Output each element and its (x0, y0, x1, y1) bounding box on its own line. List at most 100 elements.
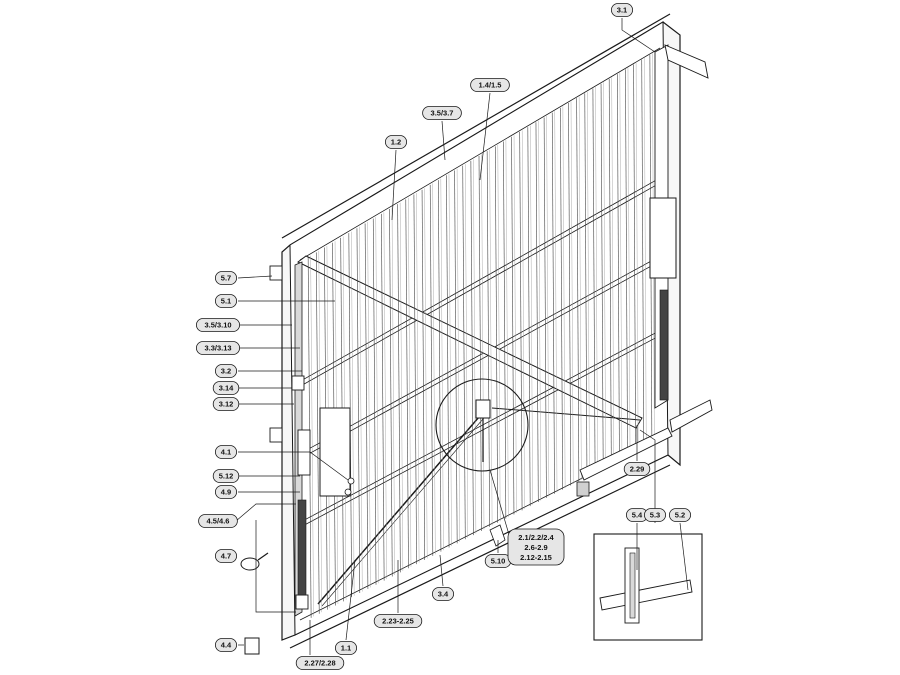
callout-bubble (214, 485, 237, 499)
slat-edge (627, 67, 631, 456)
top-rail-inner (299, 47, 661, 261)
leader-line (391, 149, 397, 221)
slat (454, 170, 458, 544)
slat (600, 83, 604, 469)
side-rail-track (669, 399, 713, 433)
slat-edge (562, 106, 566, 489)
slat (462, 165, 466, 540)
callout-label-multi-line: 2.12-2.15 (520, 553, 552, 562)
callout-bubble (195, 341, 240, 355)
slat-edge (489, 149, 493, 526)
guide-rail (579, 427, 673, 481)
leader-line (439, 554, 444, 587)
callout-label: 4.5/4.6 (207, 517, 230, 526)
slat (494, 146, 499, 523)
slat (560, 107, 563, 490)
gate-hardware (240, 44, 713, 655)
slat (413, 194, 417, 565)
handle-plate (319, 407, 351, 497)
callout-bubble (214, 445, 237, 459)
top-rail-outer (281, 13, 671, 239)
slat-edge (440, 178, 444, 551)
guide-bracket (576, 481, 590, 497)
slat-edge (383, 212, 387, 580)
slat-edge (611, 77, 615, 464)
detail-magnifier (435, 378, 529, 472)
slat-edge (399, 202, 404, 571)
callout-label: 1.4/1.5 (479, 81, 502, 90)
callout-bubble-multi (507, 528, 565, 566)
callout-label: 4.1 (221, 448, 231, 457)
slat (511, 136, 515, 515)
slat (364, 223, 369, 589)
leader-line (621, 18, 656, 53)
callout-label: 5.10 (491, 557, 506, 566)
leader-line (255, 520, 296, 613)
bottom-rail-outer (289, 464, 671, 649)
hinge-bracket (269, 265, 283, 281)
key-icon (240, 557, 260, 571)
slat (568, 102, 572, 486)
slat-edge (391, 207, 395, 576)
slat-edge (595, 87, 598, 472)
callout-bubble (212, 397, 240, 411)
slat-edge (465, 164, 468, 538)
slat-edge (570, 101, 574, 485)
callout-label: 2.29 (630, 465, 645, 474)
callout-label: 3.4 (438, 590, 449, 599)
slat (625, 69, 628, 457)
leader-line (235, 503, 296, 522)
slat-edge (635, 62, 639, 451)
slat (608, 78, 612, 465)
slat-edge (448, 173, 452, 547)
callout-label: 2.27/2.28 (304, 659, 335, 668)
callout-label: 3.12 (219, 400, 234, 409)
lock-screw (347, 477, 355, 485)
slat-edge (497, 144, 501, 522)
callout-label-multi-line: 2.1/2.2/2.4 (518, 533, 554, 542)
slat-edge (375, 217, 379, 584)
slat (389, 208, 393, 577)
callout-bubble (373, 614, 423, 628)
slat (356, 228, 361, 594)
slat-edge (408, 197, 412, 567)
slat (381, 213, 385, 581)
slat-edge (546, 115, 550, 497)
slat-edge (432, 183, 436, 555)
callout-label: 4.4 (221, 641, 232, 650)
lock-screw (344, 488, 352, 496)
callout-label: 5.12 (219, 472, 234, 481)
slat-edge (587, 91, 590, 476)
slat (576, 98, 580, 482)
callout-label: 5.3 (650, 511, 660, 520)
callout-label: 5.2 (675, 511, 685, 520)
slat (421, 189, 426, 560)
slat (617, 74, 620, 461)
hinge-bracket (291, 375, 305, 391)
detail-rail (599, 579, 693, 611)
slat (372, 218, 377, 585)
slat (633, 64, 636, 453)
diagonal-brace (297, 255, 643, 429)
slat-edge (513, 135, 517, 513)
hinge-bracket (269, 427, 283, 443)
slat-edge (310, 255, 314, 617)
callout-bubble (431, 587, 454, 601)
leader-line (679, 522, 689, 591)
slat-edge (521, 130, 525, 509)
callout-label: 3.1 (617, 6, 627, 15)
callout-bubble (214, 638, 237, 652)
right-spring (659, 289, 669, 401)
slat (551, 112, 555, 494)
callout-bubble (214, 364, 237, 378)
tension-rod (491, 407, 641, 421)
slat (584, 93, 588, 478)
callout-bubble (195, 318, 240, 332)
floor-guide (489, 524, 506, 547)
callout-label: 3.5/3.10 (204, 321, 231, 330)
callout-label: 4.9 (221, 488, 231, 497)
leader-line (238, 451, 349, 481)
callout-label: 5.1 (221, 297, 231, 306)
slat-edge (619, 72, 623, 460)
